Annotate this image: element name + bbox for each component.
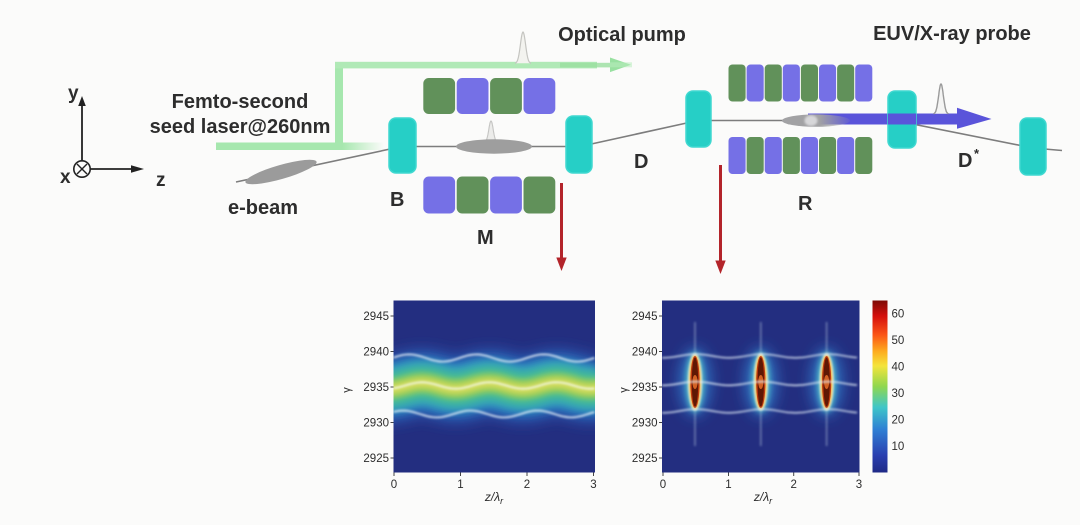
svg-text:D: D [958, 150, 972, 172]
svg-text:Optical pump: Optical pump [558, 24, 686, 46]
svg-text:2: 2 [790, 479, 796, 491]
svg-text:seed laser@260nm: seed laser@260nm [150, 116, 331, 138]
svg-text:30: 30 [892, 388, 905, 400]
svg-text:20: 20 [892, 415, 905, 427]
svg-text:1: 1 [725, 479, 731, 491]
svg-text:2940: 2940 [632, 347, 658, 359]
svg-text:2945: 2945 [363, 311, 389, 323]
svg-text:2: 2 [524, 479, 530, 491]
svg-text:e-beam: e-beam [228, 197, 298, 219]
svg-text:2930: 2930 [632, 418, 658, 430]
svg-text:0: 0 [660, 479, 666, 491]
svg-text:B: B [390, 189, 404, 211]
svg-text:y: y [68, 83, 79, 104]
svg-text:3: 3 [590, 479, 596, 491]
svg-text:R: R [798, 193, 813, 215]
svg-text:0: 0 [391, 479, 397, 491]
svg-text:*: * [974, 146, 980, 161]
svg-text:50: 50 [892, 335, 905, 347]
svg-text:2940: 2940 [363, 347, 389, 359]
svg-text:z: z [156, 170, 166, 191]
svg-text:10: 10 [892, 441, 905, 453]
svg-text:2945: 2945 [632, 311, 658, 323]
svg-text:3: 3 [856, 479, 862, 491]
svg-text:z/λr: z/λr [753, 490, 773, 506]
svg-text:1: 1 [457, 479, 463, 491]
svg-text:x: x [60, 167, 71, 188]
svg-text:2930: 2930 [363, 418, 389, 430]
svg-text:2935: 2935 [363, 382, 389, 394]
svg-text:60: 60 [892, 309, 905, 321]
svg-text:Femto-second: Femto-second [172, 91, 309, 113]
svg-text:γ: γ [618, 387, 630, 393]
svg-text:2935: 2935 [632, 382, 658, 394]
svg-text:γ: γ [341, 387, 353, 393]
svg-text:z/λr: z/λr [484, 490, 504, 506]
svg-text:40: 40 [892, 362, 905, 374]
svg-text:2925: 2925 [363, 453, 389, 465]
svg-text:M: M [477, 227, 494, 249]
svg-text:D: D [634, 151, 648, 173]
svg-text:EUV/X-ray probe: EUV/X-ray probe [873, 23, 1031, 45]
svg-text:2925: 2925 [632, 453, 658, 465]
